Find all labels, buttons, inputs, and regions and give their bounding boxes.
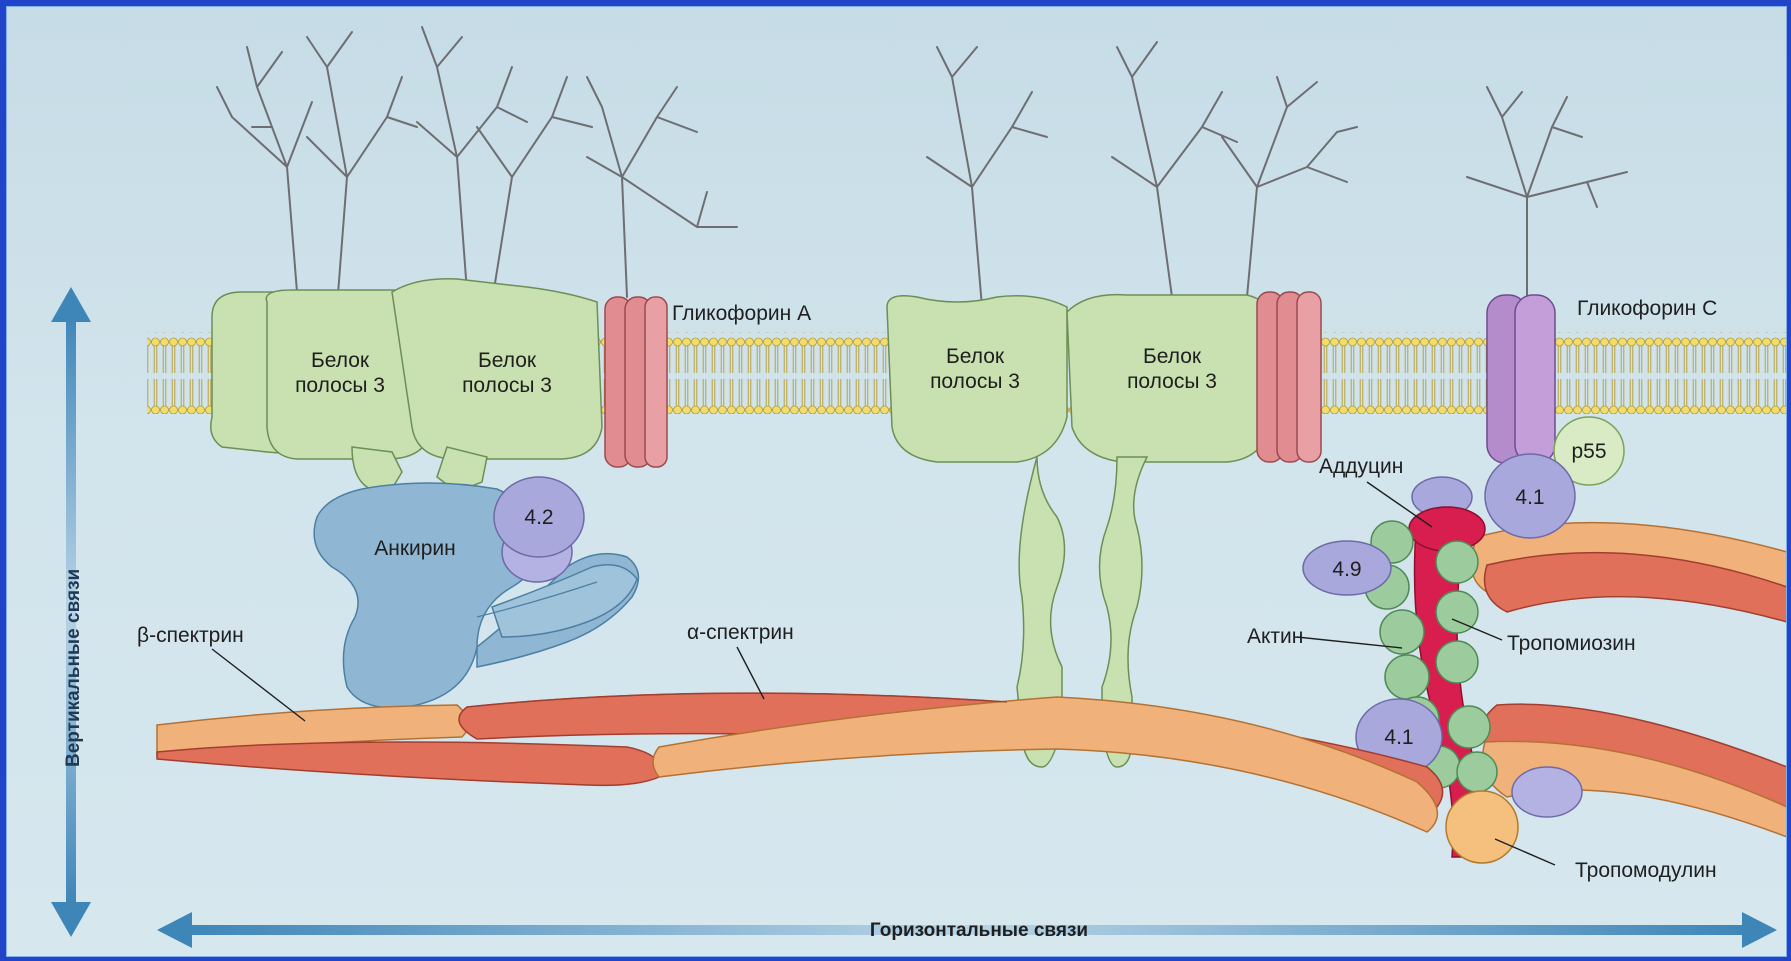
tropomodulin bbox=[1446, 791, 1518, 863]
band3-label-2b: полосы 3 bbox=[462, 374, 552, 397]
glycophorin-c-label: Гликофорин C bbox=[1577, 297, 1717, 320]
band3-protein-right-2: Белок полосы 3 bbox=[1067, 295, 1272, 767]
spectrin-tetramer bbox=[157, 693, 1443, 832]
band3-label-4b: полосы 3 bbox=[1127, 370, 1217, 393]
band3-label-2a: Белок bbox=[478, 349, 537, 372]
p55-label: p55 bbox=[1571, 440, 1606, 463]
glycophorin-a-left bbox=[605, 297, 667, 467]
band3-label-3a: Белок bbox=[946, 345, 1005, 368]
spectrin-right-upper bbox=[1471, 523, 1786, 622]
protein-4-1-top-label: 4.1 bbox=[1515, 486, 1544, 509]
alpha-spectrin-label: α-спектрин bbox=[687, 621, 794, 644]
glycan-chains bbox=[217, 27, 1627, 307]
protein-4-1-bottom-label: 4.1 bbox=[1384, 726, 1413, 749]
protein-4-9-label: 4.9 bbox=[1332, 558, 1361, 581]
ankyrin: Анкирин bbox=[314, 483, 638, 708]
glycophorin-a-label: Гликофорин A bbox=[672, 302, 811, 325]
horizontal-links-label: Горизонтальные связи bbox=[870, 920, 1088, 941]
protein-4-1-top: 4.1 bbox=[1485, 454, 1575, 538]
erythrocyte-membrane-diagram: Белок полосы 3 Белок полосы 3 Гликофорин… bbox=[7, 7, 1786, 956]
glycophorin-c bbox=[1487, 295, 1555, 463]
beta-spectrin-label: β-спектрин bbox=[137, 624, 244, 647]
protein-4-9: 4.9 bbox=[1303, 541, 1391, 595]
band3-protein-left-2: Белок полосы 3 bbox=[392, 279, 602, 492]
vertical-links-label: Вертикальные связи bbox=[63, 569, 84, 767]
glycophorin-a-right bbox=[1257, 292, 1321, 462]
adducin-label: Аддуцин bbox=[1319, 455, 1403, 478]
tropomodulin-label: Тропомодулин bbox=[1575, 859, 1717, 882]
actin-label: Актин bbox=[1247, 625, 1303, 648]
purple-protein-bottom bbox=[1512, 767, 1582, 817]
diagram-canvas: Белок полосы 3 Белок полосы 3 Гликофорин… bbox=[6, 6, 1787, 957]
protein-4-2-label: 4.2 bbox=[524, 506, 553, 529]
band3-label-1b: полосы 3 bbox=[295, 374, 385, 397]
band3-label-4a: Белок bbox=[1143, 345, 1202, 368]
band3-label-1a: Белок bbox=[311, 349, 370, 372]
tropomyosin-label: Тропомиозин bbox=[1507, 632, 1636, 655]
band3-label-3b: полосы 3 bbox=[930, 370, 1020, 393]
alpha-spectrin-left bbox=[157, 742, 660, 785]
ankyrin-label: Анкирин bbox=[374, 537, 456, 560]
